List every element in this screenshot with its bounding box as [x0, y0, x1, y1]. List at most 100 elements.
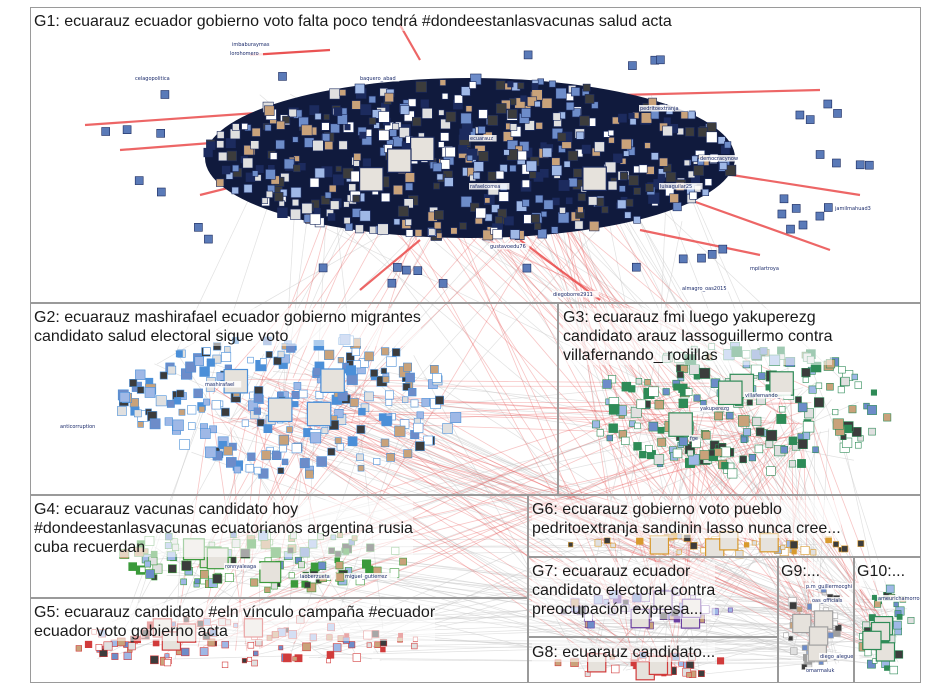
node-avatar-isolate: [401, 265, 411, 275]
node-avatar-g10: [889, 665, 898, 675]
node-avatar-g1: [291, 199, 300, 207]
node-avatar-g3: [851, 373, 858, 381]
node-avatar-g3: [776, 413, 787, 424]
node-avatar-g1: [495, 170, 505, 180]
node-avatar-g2: [193, 388, 203, 399]
node-label-background: [359, 75, 400, 82]
node-avatar-g4: [152, 563, 163, 574]
node-avatar-g1: [558, 180, 570, 191]
node-avatar-g3: [755, 427, 765, 437]
node-avatar-isolate: [832, 158, 841, 168]
node-avatar-g1: [399, 105, 410, 115]
node-avatar-g5: [283, 653, 292, 663]
node-avatar-g4: [212, 573, 223, 584]
node-avatar-g1: [644, 142, 651, 149]
node-avatar-g2: [155, 395, 167, 407]
edge-cross-group: [346, 185, 824, 651]
node-avatar-g1: [404, 218, 412, 226]
node-label-background: [805, 667, 836, 674]
node-avatar-g2: [363, 391, 374, 402]
node-label: jamilmahuad3: [834, 206, 871, 212]
node-avatar-g3: [680, 364, 689, 373]
node-avatar-g2: [381, 347, 390, 356]
node-label-background: [699, 155, 740, 162]
node-avatar-g10: [907, 616, 915, 624]
node-avatar-g1: [335, 165, 342, 173]
node-avatar-g3: [727, 468, 738, 479]
node-avatar-g1: [283, 158, 295, 170]
node-avatar-g1: [520, 95, 527, 102]
node-avatar-g5: [366, 642, 372, 648]
node-avatar-g6: [743, 542, 750, 548]
node-label-background: [819, 653, 860, 660]
node-avatar-g3: [854, 381, 862, 389]
node-avatar-g1: [438, 141, 445, 148]
node-avatar-g1: [355, 224, 364, 234]
node-avatar-g2: [347, 436, 358, 447]
node-avatar-g3: [608, 423, 618, 433]
node-avatar-g1: [589, 221, 600, 232]
edge-cross-group: [230, 416, 248, 422]
node-avatar-g5: [111, 652, 119, 660]
node-avatar-g2: [442, 423, 453, 434]
node-avatar-g10: [893, 620, 902, 630]
node-label: laoberzueta: [300, 574, 330, 580]
node-avatar-g3: [746, 399, 753, 406]
node-avatar-g9: [834, 624, 842, 632]
node-avatar-isolate: [823, 203, 833, 212]
node-avatar-g5: [292, 656, 298, 662]
node-avatar-g3: [867, 405, 877, 415]
node-avatar-g1: [535, 194, 544, 204]
node-avatar-g1: [551, 165, 563, 176]
node-avatar-isolate: [523, 50, 533, 60]
node-avatar-g1: [541, 97, 553, 109]
node-avatar-g2: [211, 400, 221, 410]
node-avatar-g5: [302, 642, 311, 652]
node-avatar-g10: [867, 659, 876, 669]
node-avatar-g1: [577, 206, 584, 213]
node-avatar-g2: [413, 422, 424, 433]
node-avatar-g1: [439, 79, 447, 86]
node-avatar-g1: [491, 204, 500, 213]
node-avatar-g3: [738, 415, 750, 427]
node-avatar-g1: [581, 144, 591, 154]
node-avatar-isolate: [101, 127, 110, 136]
node-avatar-g5: [99, 648, 108, 657]
group-label-g2: G2: ecuarauz mashirafael ecuador gobiern…: [34, 308, 421, 346]
node-avatar-isolate: [795, 110, 805, 120]
node-avatar-g1: [618, 185, 626, 193]
group-label-g9: G9:...: [781, 562, 821, 581]
node-avatar-g1: [459, 128, 471, 140]
node-avatar-g2: [178, 408, 186, 416]
node-avatar-g5: [380, 646, 386, 653]
edge-internal: [539, 212, 880, 620]
node-avatar-g1: [309, 213, 321, 225]
node-avatar-g3: [801, 367, 811, 378]
node-avatar-g1: [399, 127, 410, 138]
node-avatar-g2: [293, 382, 302, 390]
node-label-background: [877, 595, 924, 602]
node-avatar-g1: [343, 217, 351, 225]
node-avatar-large-g9: [808, 626, 829, 646]
node-avatar-g1: [534, 100, 541, 108]
node-avatar-g3: [644, 379, 651, 386]
node-avatar-g8: [686, 672, 692, 678]
node-label: diego_alegue: [820, 654, 853, 660]
node-avatar-g3: [648, 421, 659, 432]
node-avatar-g2: [334, 408, 344, 419]
node-avatar-g3: [797, 433, 804, 440]
node-label-background: [59, 423, 106, 430]
node-avatar-g1: [275, 139, 285, 150]
node-avatar-g1: [565, 197, 573, 205]
node-avatar-g9: [788, 635, 794, 641]
node-avatar-g2: [380, 438, 390, 448]
node-avatar-g1: [724, 164, 737, 177]
node-avatar-g1: [264, 105, 275, 116]
node-avatar-g4: [145, 569, 155, 579]
node-avatar-g10: [884, 665, 890, 671]
node-avatar-g1: [685, 127, 695, 137]
node-avatar-g2: [221, 352, 232, 362]
node-avatar-g5: [199, 647, 209, 656]
node-avatar-g1: [531, 83, 539, 90]
edge-accent-arrow: [639, 228, 761, 257]
